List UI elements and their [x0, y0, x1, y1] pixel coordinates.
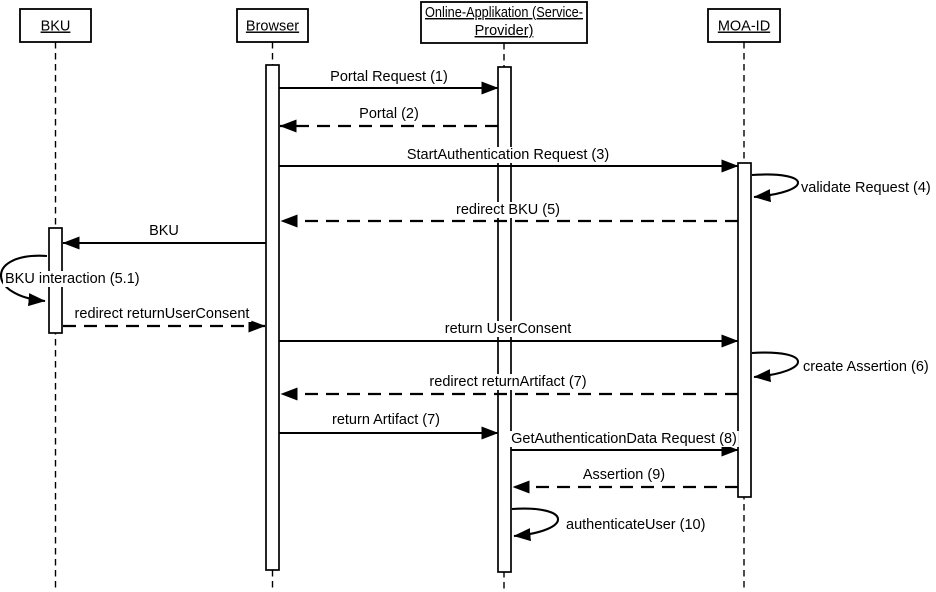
label-background	[442, 321, 574, 337]
actor-label-moa-id: MOA-ID	[718, 19, 770, 35]
message-label-portal: Portal (2)	[359, 106, 419, 122]
message-label-validate-request: validate Request (4)	[801, 180, 931, 196]
actor-label-browser: Browser	[246, 19, 299, 35]
message-label-create-assertion: create Assertion (6)	[803, 359, 929, 375]
label-background	[147, 223, 181, 239]
message-label-start-authentication-request: StartAuthentication Request (3)	[407, 147, 609, 163]
label-background	[427, 374, 589, 390]
message-label-bku-redirect: BKU	[149, 223, 179, 239]
label-background	[799, 180, 933, 196]
actor-box-online-app	[420, 1, 588, 44]
activations-layer	[48, 64, 752, 573]
message-label-get-authentication-data: GetAuthenticationData Request (8)	[511, 431, 737, 447]
label-background	[3, 271, 142, 287]
actor-label-online-app-line2: Provider)	[475, 23, 534, 39]
labels-layer: Portal Request (1) Portal (2) StartAuthent…	[3, 69, 933, 533]
message-label-bku-interaction: BKU interaction (5.1)	[5, 271, 140, 287]
activation-browser	[265, 64, 280, 571]
message-label-return-user-consent: return UserConsent	[445, 321, 572, 337]
actor-box-bku	[19, 8, 92, 43]
label-background	[454, 202, 562, 218]
activation-moa-id	[737, 162, 752, 498]
self-message-validate-request	[751, 173, 800, 203]
self-message-create-assertion	[751, 351, 800, 383]
message-label-portal-request: Portal Request (1)	[330, 69, 448, 85]
label-background	[564, 517, 708, 533]
actor-label-bku: BKU	[41, 19, 71, 35]
message-label-authenticate-user: authenticateUser (10)	[566, 517, 705, 533]
label-background	[357, 106, 421, 122]
message-label-return-artifact: return Artifact (7)	[332, 412, 440, 428]
message-label-redirect-return-user-consent: redirect returnUserConsent	[75, 306, 250, 322]
actors-layer: BKU Browser Online-Applikation (Service- Pr…	[19, 1, 781, 44]
messages-layer	[0, 81, 800, 542]
message-label-redirect-return-artifact: redirect returnArtifact (7)	[429, 374, 586, 390]
label-background	[580, 467, 668, 483]
activation-online-app	[497, 66, 512, 573]
label-background	[330, 412, 442, 428]
label-background	[404, 147, 612, 163]
actor-box-moa-id	[707, 8, 781, 43]
message-label-redirect-bku: redirect BKU (5)	[456, 202, 560, 218]
self-message-bku-interaction	[0, 254, 48, 307]
label-background	[801, 359, 931, 375]
label-background	[72, 306, 252, 322]
self-message-authenticate-user	[511, 507, 559, 542]
message-label-assertion: Assertion (9)	[583, 467, 665, 483]
label-background	[509, 431, 739, 447]
label-background	[328, 69, 450, 85]
actor-box-browser	[236, 8, 309, 43]
actor-label-online-app-line1: Online-Applikation (Service-	[425, 5, 583, 21]
